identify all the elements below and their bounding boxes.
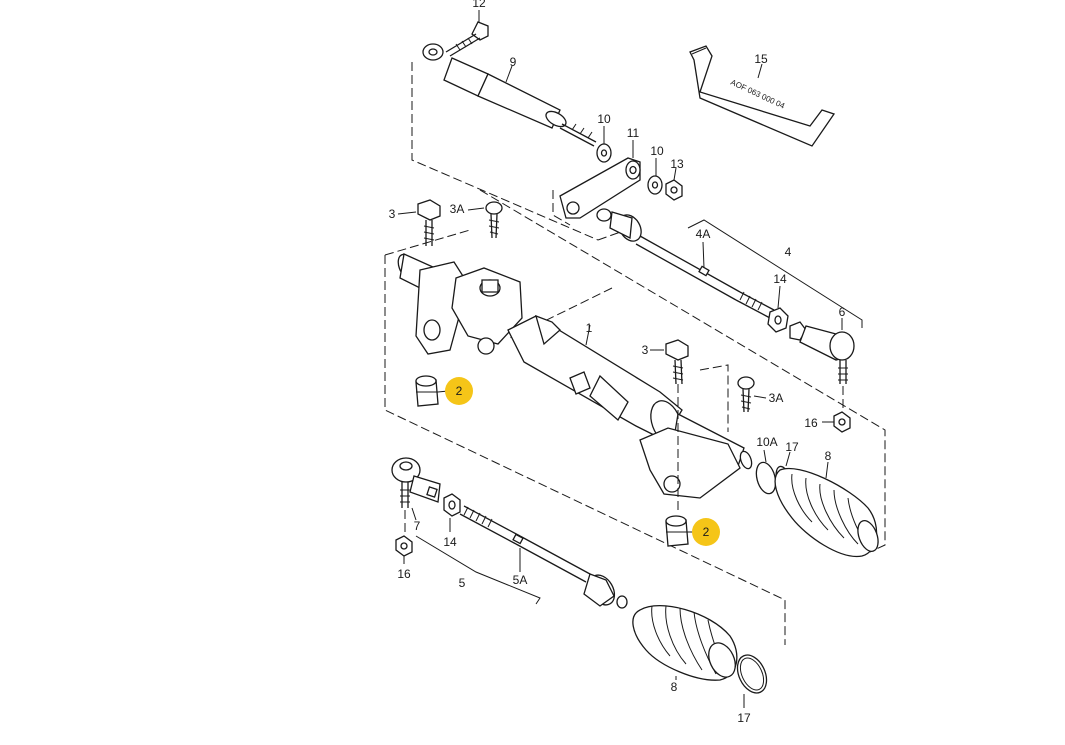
part-14-nut-upper: [767, 285, 789, 333]
label-7: 7: [414, 519, 421, 533]
label-10-top: 10: [597, 112, 611, 126]
label-1: 1: [586, 321, 593, 335]
label-15: 15: [754, 52, 768, 66]
highlight-marker-2-right[interactable]: 2: [692, 518, 720, 546]
part-3a-screw-right: [737, 376, 767, 413]
part-3-bolt-left: [397, 199, 441, 246]
label-3a-left: 3A: [450, 202, 465, 216]
part-10-washers: [596, 126, 663, 195]
highlight-label: 2: [703, 525, 710, 539]
part-4a-tie-rod-upper: [596, 208, 863, 328]
part-8-boot-lower: [632, 605, 738, 681]
label-4a: 4A: [696, 227, 711, 241]
part-8-boot-right: [774, 461, 879, 558]
part-2-bush-right: [665, 515, 696, 547]
label-5: 5: [459, 576, 466, 590]
part-9-steering-damper: [422, 43, 597, 147]
label-11: 11: [627, 126, 640, 140]
part-3-bolt-right: [650, 339, 689, 512]
label-10a: 10A: [756, 435, 777, 449]
label-17-right: 17: [785, 440, 799, 454]
label-17-lower: 17: [737, 711, 751, 725]
part-12-bolt: [445, 10, 489, 57]
label-8-lower: 8: [671, 680, 678, 694]
part-11-bracket: [559, 140, 641, 219]
label-16-upper: 16: [804, 416, 818, 430]
part-6-tie-rod-end: [789, 318, 855, 384]
label-3-right: 3: [642, 343, 649, 357]
label-12: 12: [472, 0, 486, 10]
label-8-right: 8: [825, 449, 832, 463]
part-16-nut-lower: [395, 510, 413, 564]
label-14-upper: 14: [773, 272, 787, 286]
part-16-nut-upper: [822, 386, 851, 433]
label-3-left: 3: [389, 207, 396, 221]
part-13-nut: [665, 167, 683, 201]
label-16-lower: 16: [397, 567, 411, 581]
highlight-marker-2-left[interactable]: 2: [445, 377, 473, 405]
label-13: 13: [670, 157, 684, 171]
label-5a: 5A: [513, 573, 528, 587]
highlight-circle: [445, 377, 473, 405]
highlight-circle: [692, 518, 720, 546]
label-4: 4: [785, 245, 792, 259]
label-10-mid: 10: [650, 144, 664, 158]
part-labels: 12 9 15 10 11 10 13 3 3A 4A 4 14 6 1 3 3…: [389, 0, 846, 725]
part-14-nut-lower: [443, 493, 461, 532]
label-9: 9: [510, 55, 517, 69]
part-10a-clamp: [755, 449, 777, 495]
label-6: 6: [839, 305, 846, 319]
label-3a-right: 3A: [769, 391, 784, 405]
part-2-bush-left: [415, 375, 449, 407]
assembly-frame-lines: [384, 62, 886, 645]
part-3a-screw-left: [467, 201, 503, 239]
label-14-lower: 14: [443, 535, 457, 549]
part-1-rack-housing: [397, 253, 753, 499]
part-17-ring-lower: [736, 654, 768, 708]
part-7-tie-rod-end: [391, 457, 441, 521]
part-5a-tie-rod-lower: [415, 505, 628, 609]
highlight-label: 2: [456, 384, 463, 398]
